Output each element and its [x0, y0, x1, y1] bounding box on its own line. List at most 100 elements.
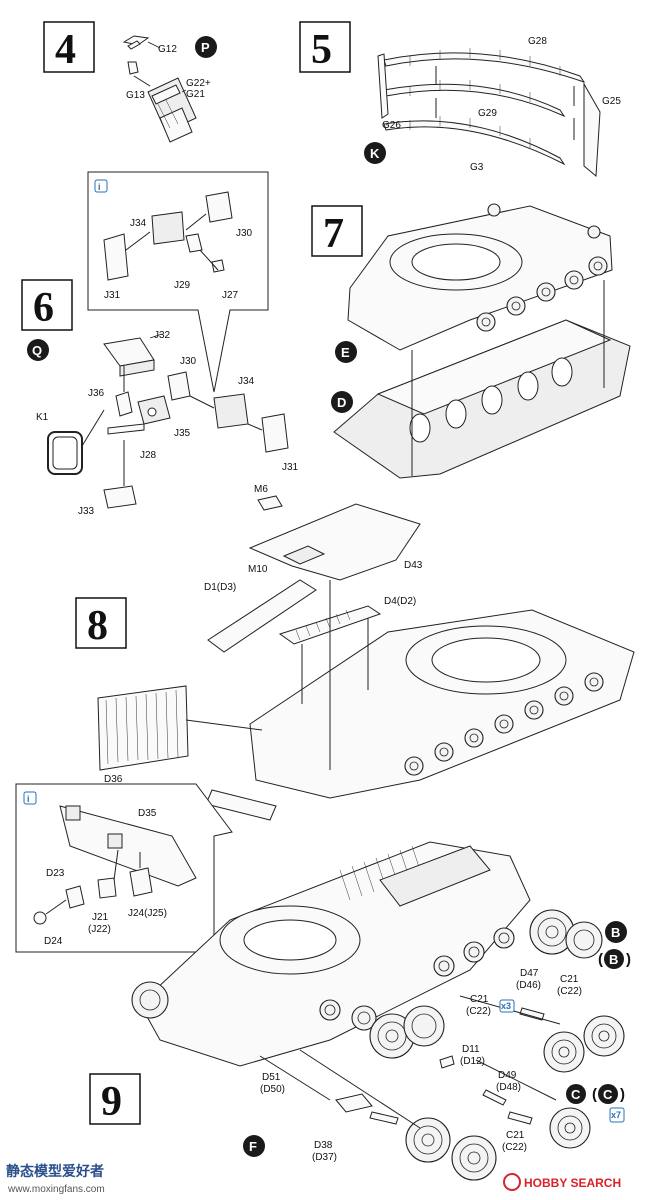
step-5-number: 5	[311, 27, 332, 73]
label-j31-inset: J31	[104, 290, 121, 301]
label-g21: G21	[186, 89, 205, 100]
label-g26: G26	[382, 120, 401, 131]
svg-text:(: (	[592, 1086, 597, 1103]
callout-q-letter: Q	[32, 343, 42, 358]
callout-k	[364, 142, 386, 164]
label-d46: (D46)	[516, 980, 541, 991]
part-k1	[47, 431, 83, 475]
qty-badge-x3-text: x3	[501, 1001, 511, 1011]
part-g26	[377, 53, 389, 119]
label-d47: D47	[520, 968, 539, 979]
road-wheels-hull	[131, 927, 515, 1059]
part-j30-inset	[205, 191, 233, 223]
part-j27-inset	[211, 259, 225, 273]
label-g13: G13	[126, 90, 145, 101]
step-9: 9 B ( B )	[89, 841, 631, 1181]
label-d38: D38	[314, 1140, 333, 1151]
svg-text:i: i	[98, 182, 101, 192]
part-d36	[97, 685, 189, 771]
part-d35	[59, 805, 197, 887]
svg-text:i: i	[27, 794, 30, 804]
label-c22-c: (C22)	[502, 1142, 527, 1153]
label-c21-c: C21	[506, 1130, 525, 1141]
label-c22-a: (C22)	[557, 986, 582, 997]
suspension-arms	[335, 1007, 545, 1125]
callout-c	[566, 1084, 586, 1104]
callout-b	[605, 921, 627, 943]
part-j28	[107, 423, 145, 435]
svg-text:): )	[626, 951, 631, 968]
qty-badge-x7-text: x7	[611, 1110, 621, 1120]
callout-e-letter: E	[341, 345, 350, 360]
label-d43: D43	[404, 560, 423, 571]
lower-hull-openings	[409, 357, 573, 443]
label-g12: G12	[158, 44, 177, 55]
part-j33	[103, 485, 137, 509]
hull-8-wheels	[404, 672, 604, 776]
step-4-box	[43, 21, 95, 73]
label-d51: D51	[262, 1072, 281, 1083]
qty-badge-x7	[609, 1107, 625, 1123]
label-g29: G29	[478, 108, 497, 119]
label-k1: K1	[36, 412, 49, 423]
label-j21: J21	[92, 912, 109, 923]
label-d35: D35	[138, 808, 157, 819]
label-d4: D4(D2)	[384, 596, 416, 607]
callout-d-letter: D	[337, 395, 346, 410]
upper-hull-wheels	[476, 203, 608, 332]
callout-p-letter: P	[201, 40, 210, 55]
callout-p	[195, 36, 217, 58]
label-j36: J36	[88, 388, 105, 399]
inset-box-j	[87, 171, 269, 393]
sprocket-b	[529, 909, 603, 959]
label-j24: J24(J25)	[128, 908, 167, 919]
callout-b-letter: B	[611, 925, 620, 940]
step-6-number: 6	[33, 285, 54, 331]
step-7: 7 E D	[311, 203, 631, 479]
callout-c-alt-letter: C	[603, 1087, 613, 1102]
step-6-box	[21, 279, 73, 331]
callout-b-alt	[604, 949, 624, 969]
step-9-number: 9	[101, 1079, 122, 1125]
label-g28: G28	[528, 36, 547, 47]
part-j30	[167, 371, 191, 401]
label-g22: G22+	[186, 78, 211, 89]
step-4-number: 4	[55, 27, 76, 73]
part-d23	[65, 885, 85, 909]
road-wheels-exploded	[405, 1015, 625, 1181]
callout-c-letter: C	[571, 1087, 581, 1102]
label-d23: D23	[46, 868, 65, 879]
label-m6: M6	[254, 484, 268, 495]
info-icon	[94, 179, 108, 193]
step-4: 4 G12 G13 G22+ G21 P	[43, 21, 217, 143]
label-m10: M10	[248, 564, 268, 575]
hobbysearch-logo-icon	[503, 1173, 521, 1191]
label-d12: (D12)	[460, 1056, 485, 1067]
label-j33: J33	[78, 506, 95, 517]
part-j34	[213, 393, 249, 429]
label-d36: D36	[104, 774, 123, 785]
part-m6	[257, 495, 283, 511]
step-7-number: 7	[323, 211, 344, 257]
callout-q	[27, 339, 49, 361]
label-d49: D49	[498, 1070, 517, 1081]
part-j29-inset	[185, 233, 203, 253]
part-j24	[129, 867, 153, 897]
callout-d	[331, 391, 353, 413]
callout-f-letter: F	[249, 1139, 257, 1154]
watermark-right: HOBBY SEARCH	[503, 1173, 621, 1191]
label-d11: D11	[462, 1044, 480, 1055]
watermark-left: 静态模型爱好者 www.moxingfans.com	[6, 1163, 105, 1195]
callout-f	[243, 1135, 265, 1157]
step-5: 5 G28 G25 G26 G29 G3 K	[299, 21, 621, 178]
watermark-left-url: www.moxingfans.com	[7, 1184, 105, 1195]
label-c22-b: (C22)	[466, 1006, 491, 1017]
step-8: 8 M6 D43 M10 D1(D3) D4(D2) D36	[75, 484, 635, 821]
watermark-right-text: HOBBY SEARCH	[524, 1176, 621, 1190]
step-8-number: 8	[87, 603, 108, 649]
part-g29	[383, 83, 566, 118]
callout-c-alt	[598, 1084, 618, 1104]
part-g25	[583, 82, 601, 178]
label-d1: D1(D3)	[204, 582, 236, 593]
part-j36	[115, 391, 133, 417]
